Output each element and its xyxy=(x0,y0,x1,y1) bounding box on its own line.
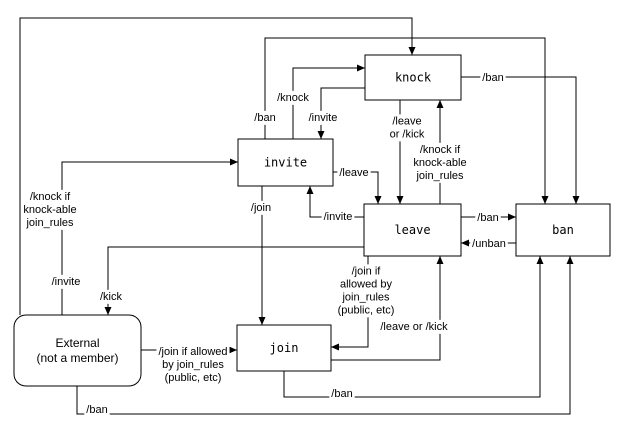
state-invite-box xyxy=(237,138,334,187)
state-leave-box xyxy=(363,203,462,257)
edge-external-to-ban-label-bg xyxy=(84,402,110,417)
edge-ban-to-leave-label-bg xyxy=(470,236,508,251)
edge-leave-to-invite-label-bg xyxy=(321,209,355,224)
edge-knock-to-ban-label-bg xyxy=(480,70,506,85)
edge-invite-to-ban-arrow xyxy=(264,37,549,204)
edge-external-to-invite-label-bg xyxy=(49,274,83,289)
state-knock-box xyxy=(364,54,462,101)
state-external-box xyxy=(13,314,142,387)
state-ban-label: ban xyxy=(552,223,574,237)
edge-join-to-ban-arrow xyxy=(283,256,544,398)
edge-external-to-knock-label-bg xyxy=(21,189,79,230)
edge-external-to-knock-arrow xyxy=(19,17,416,315)
edge-invite-to-knock-label: /knock xyxy=(277,92,309,104)
edge-leave-to-ban-label: /ban xyxy=(477,212,498,224)
edge-invite-to-knock-arrow xyxy=(292,64,365,139)
edge-external-to-ban-arrow xyxy=(76,256,574,415)
state-join-box xyxy=(236,324,332,372)
state-external-label: External(not a member) xyxy=(36,336,118,365)
state-invite-label: invite xyxy=(264,156,307,170)
edge-external-to-ban-label: /ban xyxy=(86,404,107,416)
edge-invite-to-ban-label: /ban xyxy=(254,112,275,124)
edge-leave-to-ban-label-bg xyxy=(475,210,501,225)
edge-leave-to-external-label-bg xyxy=(98,289,125,304)
edge-join-to-leave-label: /leave or /kick xyxy=(380,321,448,333)
edge-invite-to-knock-label-bg xyxy=(275,90,312,105)
state-ban-box xyxy=(515,203,611,257)
edge-invite-to-ban-label-bg xyxy=(252,110,278,125)
edge-leave-to-external-label: /kick xyxy=(100,291,123,303)
edge-join-to-ban-label-bg xyxy=(329,386,355,401)
edge-join-to-leave-label-bg xyxy=(378,319,451,334)
edge-external-to-join-label-bg xyxy=(156,344,230,385)
edge-invite-to-join-label-bg xyxy=(248,200,274,215)
edge-invite-to-leave-label-bg xyxy=(337,165,371,180)
edge-leave-to-invite-label: /invite xyxy=(324,211,353,223)
edge-knock-to-ban-label: /ban xyxy=(482,72,503,84)
edge-invite-to-leave-label: /leave xyxy=(339,167,368,179)
edge-leave-to-knock-label-bg xyxy=(411,142,469,183)
state-leave-label: leave xyxy=(394,223,430,237)
edge-join-to-leave-arrow xyxy=(331,256,444,361)
edge-knock-to-leave-label-bg xyxy=(387,114,427,142)
edge-external-to-invite-label: /invite xyxy=(52,276,81,288)
edge-join-to-ban-label: /ban xyxy=(331,388,352,400)
edge-ban-to-leave-label: /unban xyxy=(472,238,506,250)
state-join-label: join xyxy=(270,341,299,355)
edge-invite-to-join-label: /join xyxy=(251,202,271,214)
edge-external-to-invite-arrow xyxy=(61,158,238,315)
edge-knock-to-invite-label-bg xyxy=(306,110,340,125)
edge-leave-to-join-label-bg xyxy=(335,264,397,318)
state-knock-label: knock xyxy=(395,71,432,85)
edge-knock-to-invite-label: /invite xyxy=(309,112,338,124)
